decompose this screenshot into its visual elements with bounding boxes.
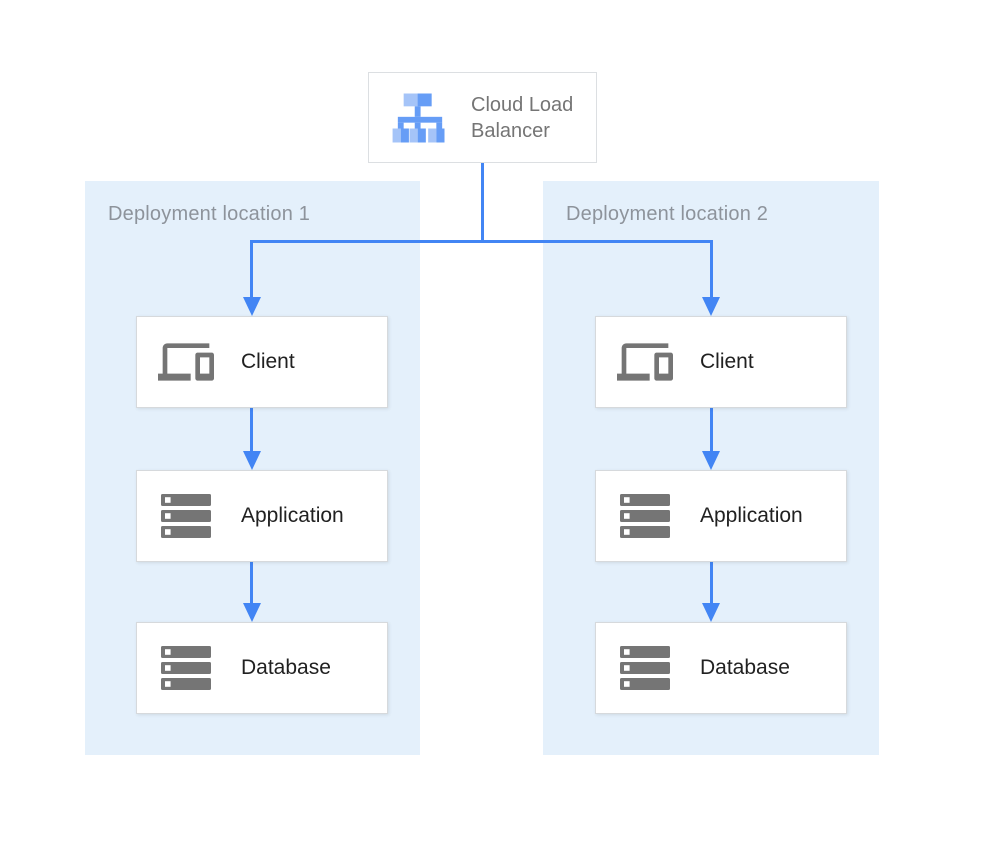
server-stack-icon (616, 494, 674, 538)
server-stack-icon (157, 494, 215, 538)
node-client-location-1: Client (136, 316, 388, 408)
cloud-load-balancer-label: Cloud Load Balancer (471, 93, 574, 142)
connector-left-client-application (250, 408, 253, 453)
connector-lb-stem (481, 163, 484, 242)
arrowhead-left-client (242, 297, 261, 316)
cloud-load-balancer-node: Cloud Load Balancer (368, 72, 597, 163)
arrowhead-right-application (702, 451, 720, 470)
arrowhead-right-client (702, 297, 720, 316)
node-label: Database (700, 656, 790, 679)
devices-icon (157, 338, 215, 386)
devices-icon (616, 338, 674, 386)
connector-right-drop (709, 240, 713, 299)
node-label: Database (241, 656, 331, 679)
cloud-load-balancer-icon (391, 90, 449, 146)
node-label: Client (241, 350, 295, 373)
node-database-location-1: Database (136, 622, 388, 714)
deployment-location-1-label: Deployment location 1 (108, 203, 311, 225)
connector-right-client-application (709, 408, 713, 453)
connector-left-drop (250, 240, 253, 299)
node-label: Application (700, 504, 803, 527)
server-stack-icon (616, 646, 674, 690)
arrowhead-left-application (242, 451, 261, 470)
arrowhead-right-database (702, 603, 720, 622)
connector-left-application-database (250, 562, 253, 604)
arrowhead-left-database (242, 603, 261, 622)
node-label: Application (241, 504, 344, 527)
node-database-location-2: Database (595, 622, 847, 714)
connector-fanout-horizontal (250, 240, 713, 243)
deployment-location-2-label: Deployment location 2 (566, 203, 769, 225)
node-client-location-2: Client (595, 316, 847, 408)
node-application-location-2: Application (595, 470, 847, 562)
node-label: Client (700, 350, 754, 373)
server-stack-icon (157, 646, 215, 690)
node-application-location-1: Application (136, 470, 388, 562)
connector-right-application-database (709, 562, 713, 604)
